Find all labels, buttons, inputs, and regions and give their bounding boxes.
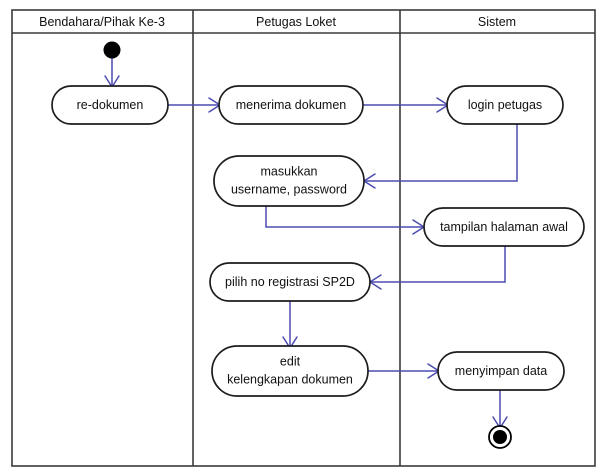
lane-title-petugas: Petugas Loket [256,15,336,29]
action-edit-kelengkapan-dokumen[interactable]: edit kelengkapan dokumen [211,345,369,397]
flow-start-to-redokumen [104,58,120,89]
action-menerima-dokumen[interactable]: menerima dokumen [218,85,364,125]
action-edit-line-1: edit [280,354,301,368]
action-menyimpan-data[interactable]: menyimpan data [437,351,565,391]
flow-redokumen-to-menerima [168,97,222,113]
initial-node[interactable] [103,41,121,59]
action-menerima-dokumen-label: menerima dokumen [236,98,347,112]
action-tampilan-halaman-awal-label: tampilan halaman awal [440,220,568,234]
action-re-dokumen[interactable]: re-dokumen [51,85,169,125]
action-edit-line-2: kelengkapan dokumen [227,372,353,386]
final-node[interactable] [488,425,512,449]
flow-menyimpan-to-end [492,390,508,430]
action-pilih-no-registrasi-sp2d[interactable]: pilih no registrasi SP2D [209,262,371,302]
action-tampilan-halaman-awal[interactable]: tampilan halaman awal [423,207,585,247]
lane-title-bendahara: Bendahara/Pihak Ke-3 [39,15,165,29]
action-masukkan-username-password[interactable]: masukkan username, password [213,155,365,207]
action-masukkan-line-2: username, password [231,182,347,196]
flow-menerima-to-login [362,97,450,113]
action-login-petugas[interactable]: login petugas [446,85,564,125]
flow-edit-to-menyimpan [368,363,441,379]
action-masukkan-line-1: masukkan [261,164,318,178]
lane-title-sistem: Sistem [478,15,516,29]
diagram-frame [11,9,596,467]
flow-pilih-to-edit [282,301,298,350]
action-menyimpan-data-label: menyimpan data [455,364,547,378]
flow-login-to-masukkan [362,124,518,189]
action-re-dokumen-label: re-dokumen [77,98,144,112]
flow-tampilan-to-pilih [368,246,506,290]
action-pilih-no-registrasi-sp2d-label: pilih no registrasi SP2D [225,275,355,289]
action-login-petugas-label: login petugas [468,98,542,112]
